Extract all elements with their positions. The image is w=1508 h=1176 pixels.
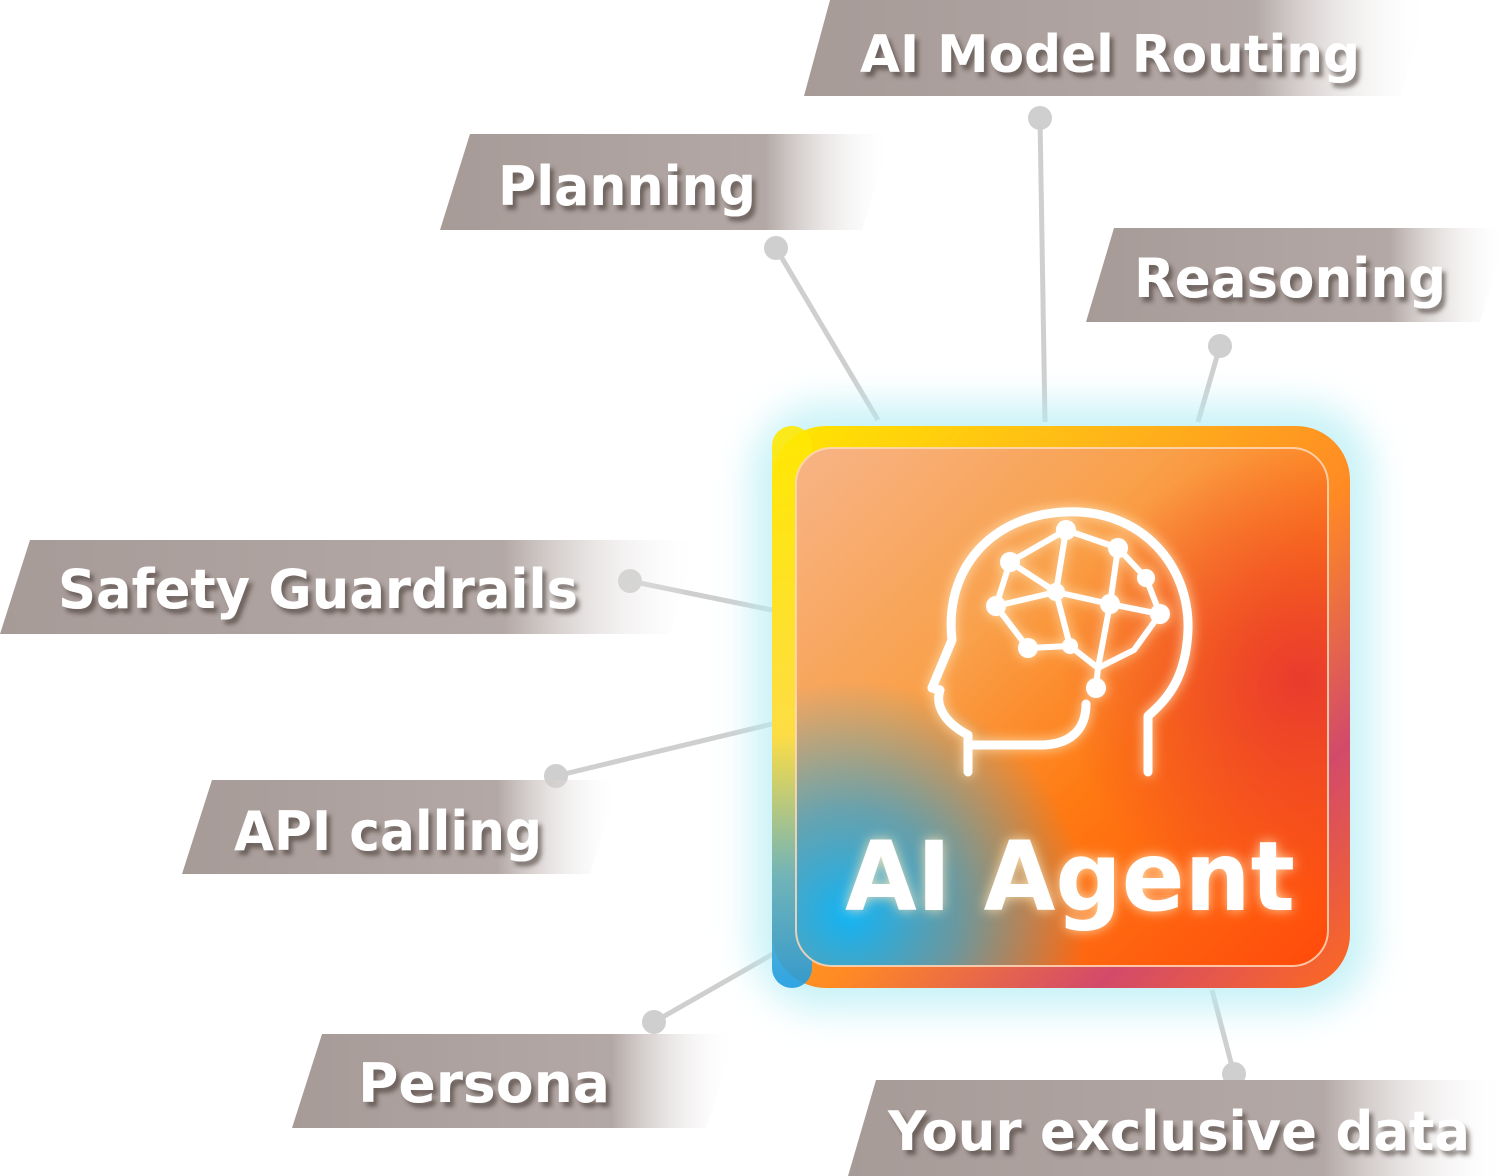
label-api-text: API calling	[234, 800, 542, 863]
label-data-text: Your exclusive data	[887, 1100, 1470, 1163]
connector-dot	[764, 236, 788, 260]
connector-dot	[642, 1010, 666, 1034]
label-safety-text: Safety Guardrails	[58, 558, 578, 621]
ai-agent-card: AI Agent	[752, 404, 1372, 1010]
label-planning-text: Planning	[498, 155, 756, 218]
connector-dot	[1208, 334, 1232, 358]
connector-api	[544, 721, 773, 788]
label-persona: Persona	[292, 1034, 736, 1128]
center-title: AI Agent	[845, 821, 1295, 933]
label-model-routing-text: AI Model Routing	[860, 25, 1360, 85]
label-model-routing: AI Model Routing	[804, 0, 1430, 96]
label-data: Your exclusive data	[848, 1080, 1508, 1176]
label-api: API calling	[182, 780, 620, 874]
connector-dot	[1028, 106, 1052, 130]
label-reasoning: Reasoning	[1086, 228, 1508, 322]
label-persona-text: Persona	[358, 1052, 610, 1115]
connector-planning	[764, 236, 881, 422]
label-safety: Safety Guardrails	[0, 540, 700, 634]
label-planning: Planning	[440, 134, 892, 230]
brain-network-head-icon	[927, 507, 1193, 777]
connector-model-routing	[1028, 106, 1052, 423]
label-reasoning-text: Reasoning	[1134, 247, 1446, 310]
